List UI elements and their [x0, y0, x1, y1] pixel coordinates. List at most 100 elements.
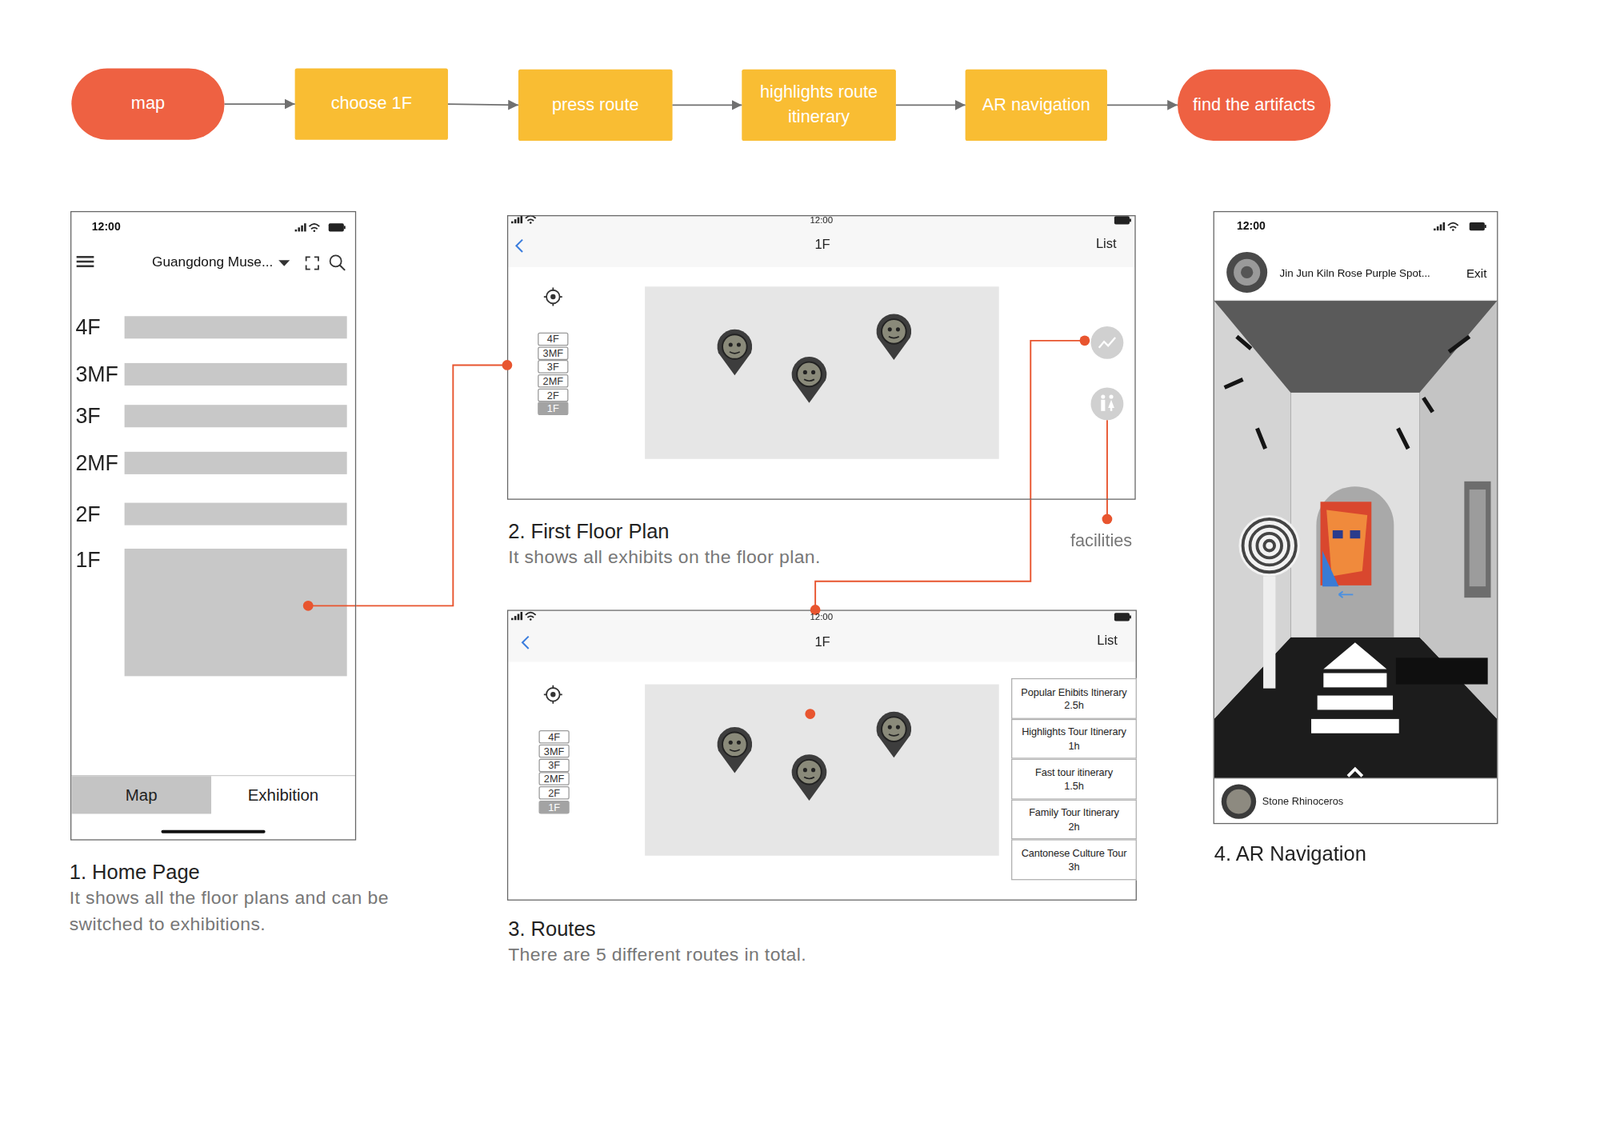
ar-arrow-head	[1323, 642, 1387, 669]
node-text: 2MF	[543, 376, 564, 387]
floor	[1214, 637, 1497, 779]
node-text: Exhibition	[248, 785, 319, 804]
artifact-avatar	[1221, 784, 1256, 819]
process-box: highlights route itinerary	[741, 69, 896, 141]
leader-dot	[1102, 514, 1113, 525]
node-text: 2F	[548, 788, 560, 799]
text-label: Jin Jun Kiln Rose Purple Spot...	[1279, 265, 1430, 279]
screen-caption: 3. RoutesThere are 5 different routes in…	[508, 916, 1141, 968]
caption-text: There are 5 different routes in total.	[508, 941, 1141, 968]
battery-icon	[328, 223, 346, 232]
text-label: Guangdong Muse...	[152, 253, 273, 271]
text-label: facilities	[1070, 531, 1132, 552]
floor-button: 2MF	[538, 772, 569, 786]
map-pin	[717, 727, 753, 774]
connector	[810, 500, 1032, 616]
node-text: AR navigation	[982, 92, 1091, 117]
route-option: Family Tour Itinerary2h	[1011, 800, 1137, 840]
sculpture-ring	[1243, 519, 1296, 572]
node-text: Highlights Tour Itinerary	[1021, 725, 1127, 740]
connector	[896, 104, 966, 106]
caption-title: 2. First Floor Plan	[508, 519, 1141, 544]
node-text: 4F	[548, 732, 560, 743]
connector	[448, 104, 519, 105]
archway	[1316, 486, 1394, 638]
node-text: 1h	[1068, 739, 1080, 753]
node-text: find the artifacts	[1192, 95, 1316, 116]
floor-button: 3MF	[538, 744, 569, 759]
node-text: map	[131, 93, 165, 115]
map-pin	[876, 712, 912, 759]
node-text: 2MF	[544, 773, 565, 784]
battery-icon	[1469, 222, 1487, 231]
menu-line	[76, 260, 95, 264]
person-legs	[1110, 407, 1113, 412]
screen-caption: 4. AR Navigation	[1214, 841, 1600, 867]
person-body	[1100, 400, 1105, 412]
route-option: Popular Ehibits Itinerary2.5h	[1011, 678, 1137, 720]
node-text: 1F	[548, 802, 560, 813]
home-indicator	[161, 830, 266, 834]
map-pin	[717, 329, 753, 376]
sculpture-ring	[1264, 540, 1275, 552]
tab-button: Map	[71, 776, 212, 814]
signal-icon	[511, 215, 536, 224]
floor-bar	[124, 503, 348, 526]
ar-camera-view	[1214, 300, 1497, 779]
text-label: 4F	[75, 314, 100, 340]
connector-dot	[502, 360, 513, 371]
node-text: Fast tour itinerary	[1035, 765, 1113, 780]
menu-line	[76, 265, 95, 268]
leader-dot	[1079, 335, 1090, 346]
connector	[224, 103, 296, 104]
photo-base	[1214, 300, 1497, 779]
caption-title: 1. Home Page	[69, 860, 437, 885]
floor-button: 3F	[537, 360, 568, 374]
leader-line	[1106, 420, 1108, 520]
route-option: Fast tour itinerary1.5h	[1011, 759, 1137, 800]
floor-block	[124, 548, 348, 676]
floor-button: 4F	[537, 332, 568, 347]
terminal-pill: find the artifacts	[1177, 69, 1331, 141]
locate-icon	[546, 688, 560, 702]
route-button	[1091, 326, 1124, 360]
artifact-avatar	[1226, 252, 1268, 293]
text-label: 3F	[75, 403, 100, 429]
route-option: Cantonese Culture Tour3h	[1011, 839, 1137, 880]
back-chevron	[522, 636, 529, 649]
painting-face	[1326, 510, 1368, 577]
node-text: 1F	[547, 403, 560, 414]
expand-chevron	[1348, 768, 1363, 776]
text-label: Exit	[1466, 266, 1488, 281]
battery-icon	[1114, 612, 1132, 621]
connector	[1107, 104, 1178, 106]
ar-arrow-bar	[1323, 673, 1387, 688]
node-text: 2h	[1068, 819, 1080, 833]
route-option: Highlights Tour Itinerary1h	[1011, 719, 1137, 760]
locate-dot	[550, 294, 556, 300]
panel-divider	[1214, 778, 1497, 780]
node-text: 4F	[547, 334, 560, 345]
ar-arrow-bar	[1311, 719, 1400, 734]
node-text: 2F	[547, 390, 560, 401]
locate-icon	[546, 290, 560, 304]
scan-icon	[306, 256, 319, 269]
text-label: List	[1096, 236, 1117, 252]
painting-accent	[1322, 551, 1339, 588]
nav-bar	[508, 611, 1136, 663]
sculpture-disc	[1238, 515, 1300, 577]
floor-bar	[124, 452, 348, 475]
node-text: 3MF	[544, 746, 565, 757]
node-text: highlights route itinerary	[745, 80, 892, 130]
floor-button: 2MF	[537, 374, 568, 388]
text-label: 12:00	[1236, 220, 1266, 234]
leader-line	[1030, 340, 1085, 500]
phone-screen: 1. Home PageIt shows all the floor plans…	[70, 211, 356, 841]
signal-icon	[1433, 222, 1459, 232]
person-head	[1108, 394, 1113, 399]
route-symbol	[1099, 337, 1116, 348]
caption-text: It shows all exhibits on the floor plan.	[508, 544, 1141, 571]
connector	[356, 360, 512, 606]
